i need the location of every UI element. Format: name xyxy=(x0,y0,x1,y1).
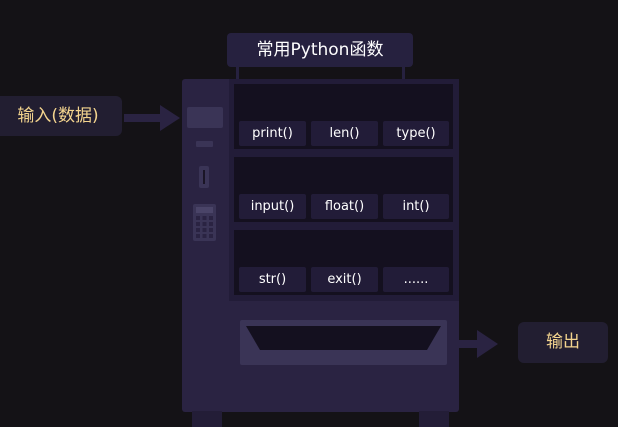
function-item-print: print() xyxy=(239,121,306,146)
function-item-exit: exit() xyxy=(311,267,378,292)
input-slot xyxy=(187,107,223,128)
machine-foot-left xyxy=(192,411,222,427)
output-outlet xyxy=(240,320,447,365)
output-arrow-icon xyxy=(447,330,498,358)
input-arrow-icon xyxy=(124,105,180,131)
output-label: 输出 xyxy=(518,322,608,363)
function-item-len: len() xyxy=(311,121,378,146)
function-item-str: str() xyxy=(239,267,306,292)
function-item-input: input() xyxy=(239,194,306,219)
title-connector-left xyxy=(236,67,239,79)
keypad-icon xyxy=(193,204,216,241)
function-item-type: type() xyxy=(383,121,449,146)
title-connector-right xyxy=(402,67,405,79)
function-item-int: int() xyxy=(383,194,449,219)
coin-slot-opening xyxy=(203,170,205,184)
function-item-ellipsis: ...... xyxy=(383,267,449,292)
function-item-float: float() xyxy=(311,194,378,219)
machine-foot-right xyxy=(419,411,449,427)
input-label: 输入(数据) xyxy=(0,96,122,136)
diagram-title: 常用Python函数 xyxy=(227,33,413,67)
indicator-slot xyxy=(196,141,213,147)
